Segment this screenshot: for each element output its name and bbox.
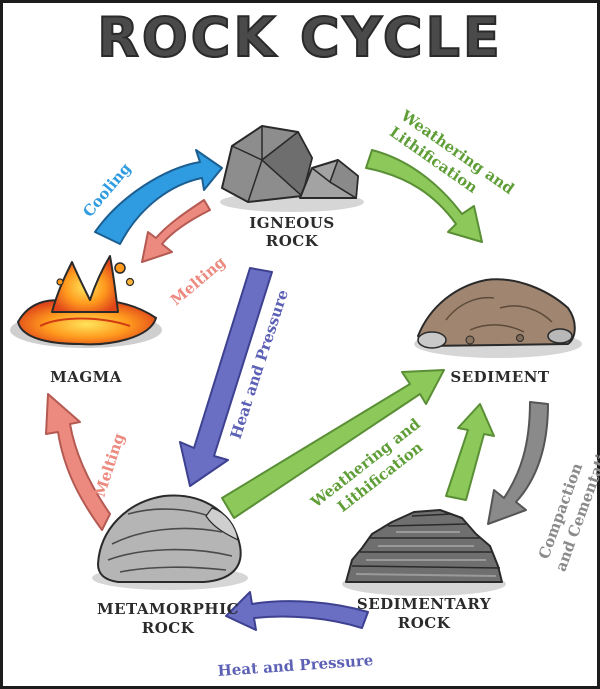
arrow-cooling — [95, 150, 222, 244]
igneous-rock-illustration — [220, 126, 364, 212]
sediment-illustration — [414, 279, 582, 358]
heat-pressure-bottom-label: Heat and Pressure — [217, 651, 374, 680]
sedimentary-rock-illustration — [342, 510, 506, 596]
igneous-label-line1: IGNEOUS — [249, 214, 334, 232]
arrow-compaction — [488, 402, 548, 524]
sedimentary-label-line1: SEDIMENTARY — [357, 595, 491, 613]
arrow-sedimentary-to-sediment — [446, 404, 494, 500]
metamorphic-label-line1: METAMORPHIC — [97, 600, 239, 618]
metamorphic-label-line2: ROCK — [142, 619, 195, 637]
melting-top-label: Melting — [167, 253, 229, 309]
magma-illustration — [10, 256, 162, 348]
magma-label: MAGMA — [50, 368, 122, 386]
igneous-label-line2: ROCK — [266, 232, 319, 250]
metamorphic-rock-illustration — [92, 496, 248, 590]
arrow-melting-top — [142, 200, 210, 262]
sedimentary-label-line2: ROCK — [398, 614, 451, 632]
melting-left-label: Melting — [91, 431, 129, 500]
sediment-label: SEDIMENT — [450, 368, 550, 386]
arrow-heat-pressure-bottom — [226, 592, 368, 630]
